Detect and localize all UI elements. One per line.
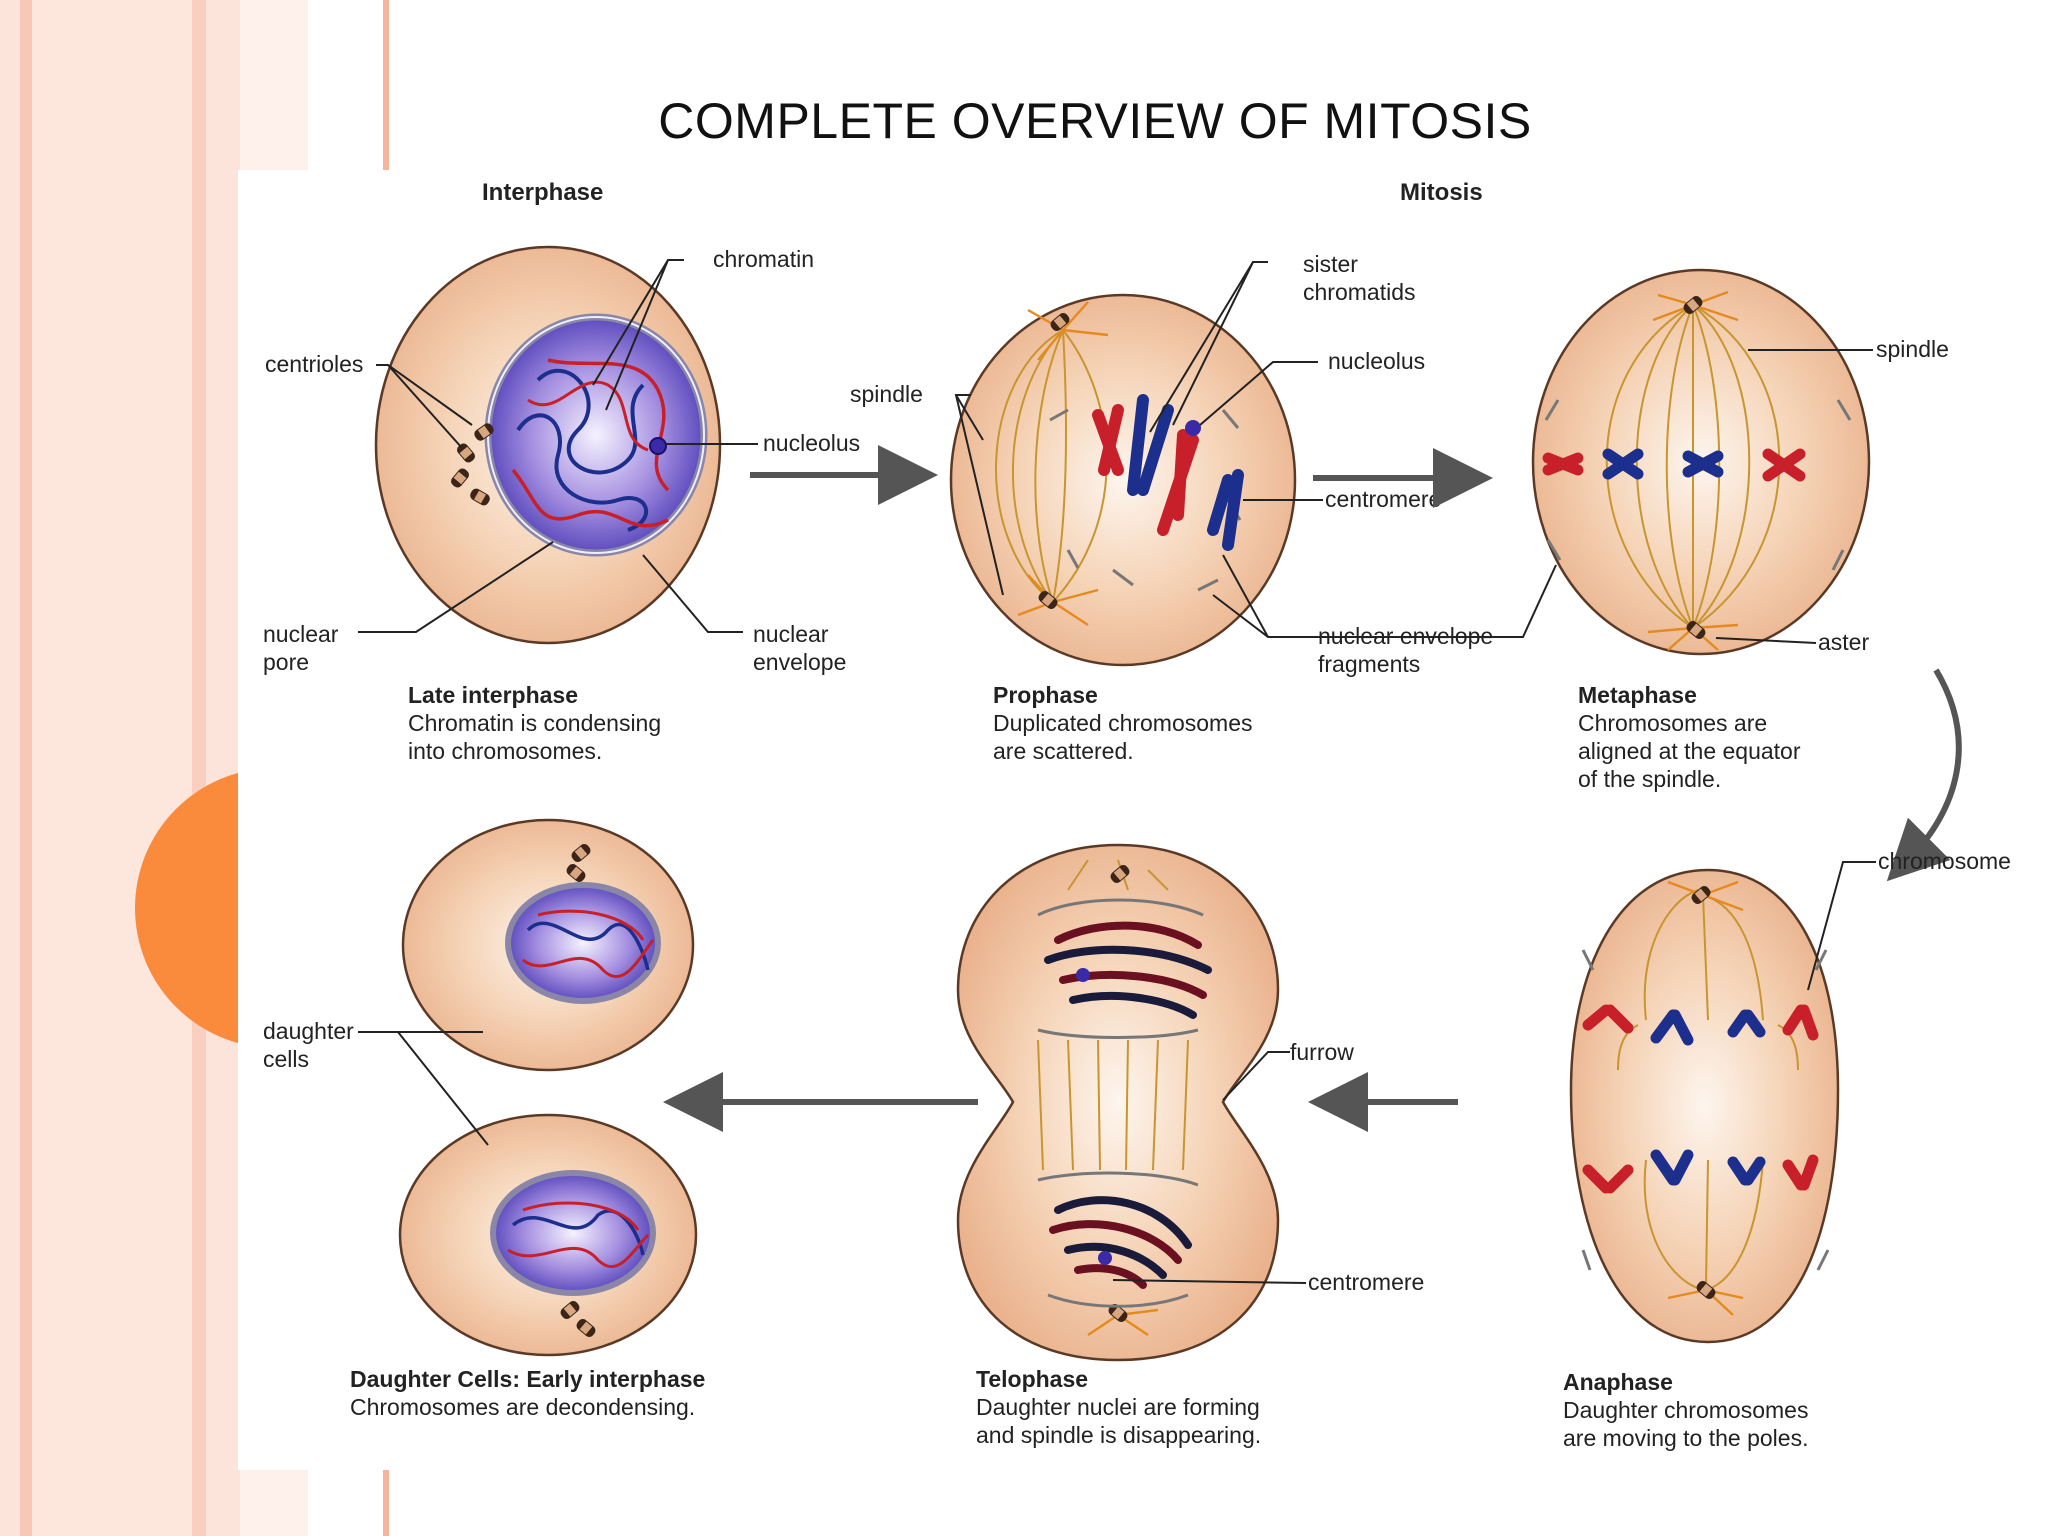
nuclear-pore-leader xyxy=(358,541,554,633)
prophase-cell xyxy=(949,293,1297,667)
furrow-leader xyxy=(1222,1051,1290,1101)
background-stripe xyxy=(0,0,20,1536)
telophase-cell xyxy=(956,843,1280,1362)
background-stripe xyxy=(32,0,192,1536)
arrow-metaphase-to-anaphase xyxy=(1886,668,1962,882)
prophase-caption: Prophase Duplicated chromosomes are scat… xyxy=(993,682,1257,764)
nucleolus-2-label: nucleolus xyxy=(1328,348,1425,374)
daughter-cells xyxy=(398,818,698,1357)
mitosis-header: Mitosis xyxy=(1400,179,1483,206)
chromosome-label: chromosome xyxy=(1878,848,2011,874)
late-interphase-cell xyxy=(374,245,722,645)
metaphase-caption: Metaphase Chromosomes are aligned at the… xyxy=(1578,682,1805,792)
anaphase-cell xyxy=(1569,868,1840,1344)
spindle-leader xyxy=(954,394,1004,596)
centrioles-leader xyxy=(376,364,473,449)
mitosis-diagram-panel: Interphase Mitosis chromatin centrioles … xyxy=(238,170,2048,1470)
nucleolus-label: nucleolus xyxy=(763,430,860,456)
interphase-header: Interphase xyxy=(482,179,603,206)
nuclear-envelope-fragments-leader xyxy=(1212,554,1557,638)
aster-leader xyxy=(1715,637,1817,644)
metaphase-cell xyxy=(1531,268,1871,656)
daughter-cells-caption: Daughter Cells: Early interphase Chromos… xyxy=(350,1366,710,1420)
nucleolus-2-leader xyxy=(1199,361,1318,426)
chromosome-leader xyxy=(1807,861,1876,991)
chromatin-label: chromatin xyxy=(713,246,814,272)
background-stripe xyxy=(20,0,32,1536)
centromere-label: centromere xyxy=(1325,486,1441,512)
spindle-2-label: spindle xyxy=(1876,336,1949,362)
spindle-label: spindle xyxy=(850,381,923,407)
sister-chromatids-leader xyxy=(1149,261,1268,433)
slide-title: COMPLETE OVERVIEW OF MITOSIS xyxy=(658,93,1532,149)
telophase-caption: Telophase Daughter nuclei are forming an… xyxy=(976,1366,1264,1448)
furrow-label: furrow xyxy=(1290,1039,1354,1065)
anaphase-caption: Anaphase Daughter chromosomes are moving… xyxy=(1563,1369,1813,1451)
background-stripe xyxy=(206,0,240,1536)
chromatin-leader xyxy=(592,259,684,411)
mitosis-diagram: Interphase Mitosis chromatin centrioles … xyxy=(263,179,2011,1451)
late-interphase-caption: Late interphase Chromatin is condensing … xyxy=(408,682,666,764)
daughter-cells-leader xyxy=(358,1031,489,1146)
aster-label: aster xyxy=(1818,629,1869,655)
centromere-2-leader xyxy=(1112,1279,1307,1284)
nuclear-envelope-leader xyxy=(642,554,743,633)
centrioles-label: centrioles xyxy=(265,351,363,377)
background-stripe xyxy=(192,0,206,1536)
centromere-2-label: centromere xyxy=(1308,1269,1424,1295)
